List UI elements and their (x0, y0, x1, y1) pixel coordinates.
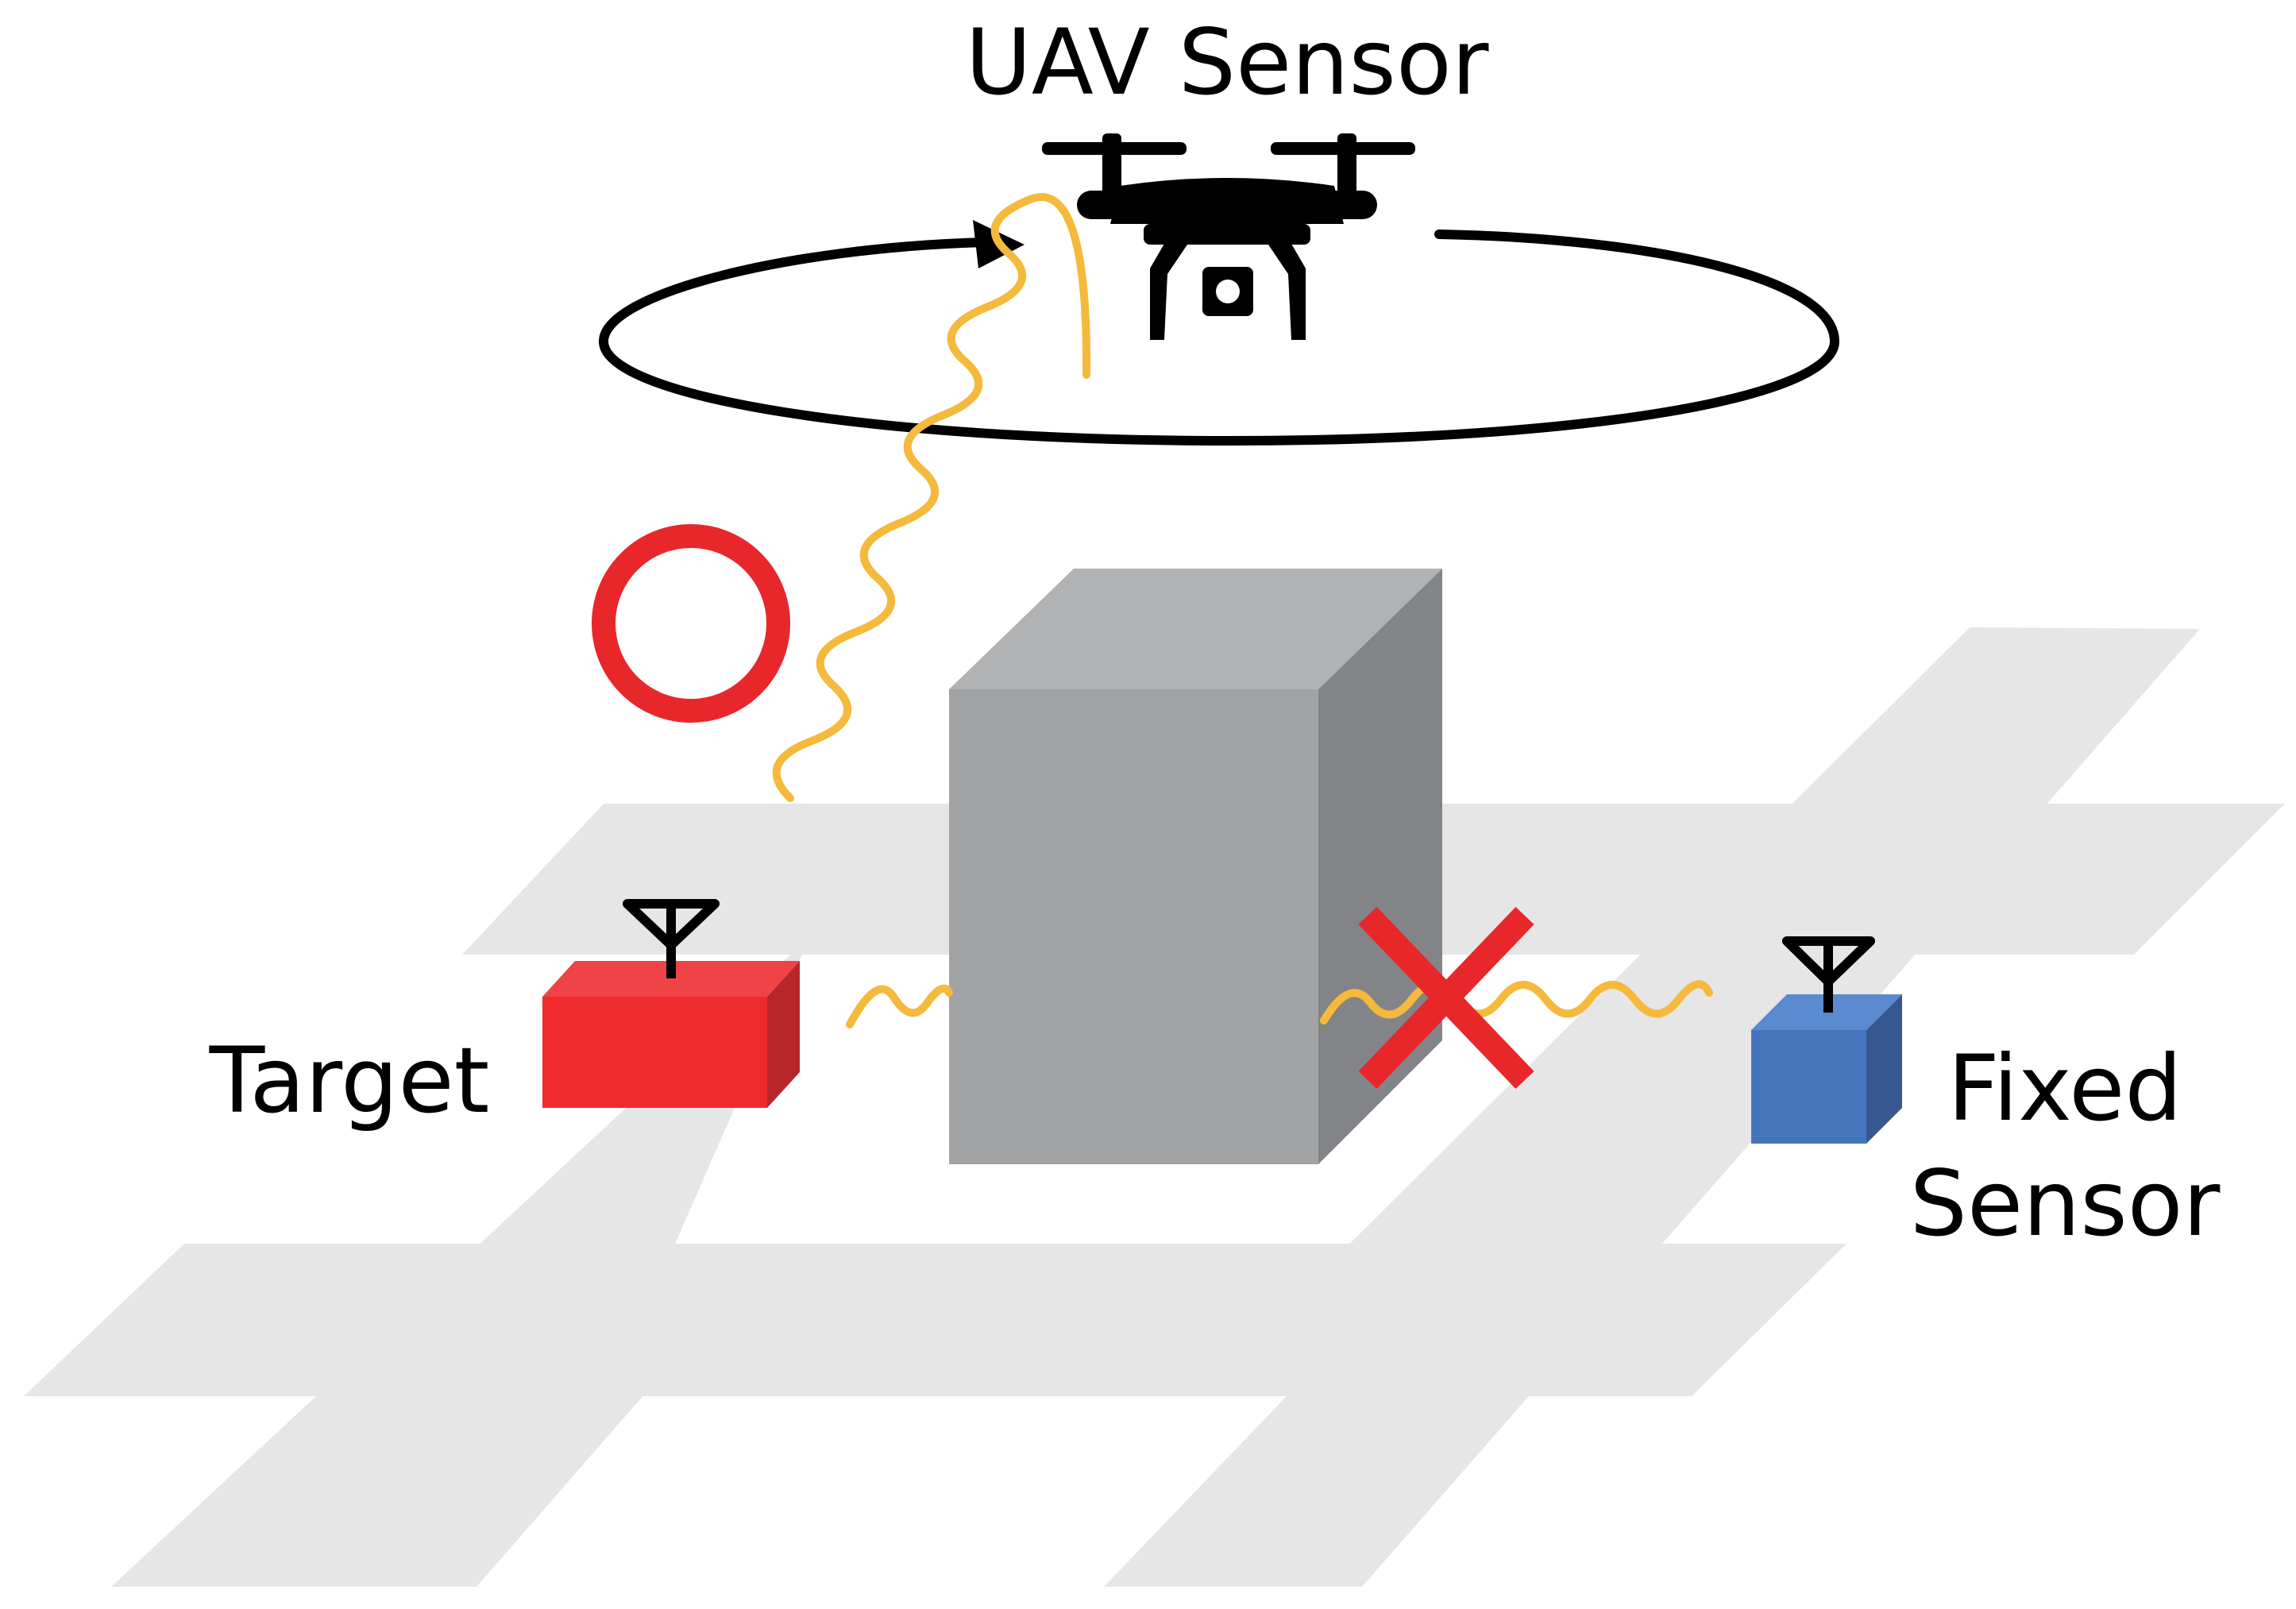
antenna-icon (1782, 936, 1875, 1013)
target-device (542, 899, 800, 1108)
fixed-sensor-side (1866, 994, 1902, 1144)
building-side (1318, 569, 1442, 1164)
target-label: Target (209, 1028, 490, 1133)
drone-icon (1042, 133, 1415, 340)
fixed-sensor-label-line2: Sensor (1910, 1151, 2221, 1256)
uav-sensor-label: UAV Sensor (965, 10, 1488, 115)
orbit-path (598, 230, 1840, 446)
circle-mark-icon (592, 524, 790, 723)
fixed-sensor-device (1751, 936, 1902, 1144)
fixed-sensor-label-line1: Fixed (1947, 1036, 2182, 1141)
target-front (542, 997, 767, 1108)
road-front-horizontal (24, 1244, 1846, 1396)
building-front (949, 689, 1318, 1164)
building-top (949, 569, 1442, 689)
signal-target-to-building (846, 984, 953, 1028)
cross-mark-icon (1358, 906, 1534, 1090)
target-top (542, 961, 800, 997)
signal-blocked-to-fixed-sensor (1320, 980, 1713, 1024)
building (949, 569, 1442, 1164)
signal-waves (772, 193, 1713, 1028)
fixed-sensor-front (1751, 1030, 1866, 1144)
uav-orbit (598, 230, 1840, 446)
target-side (767, 961, 800, 1108)
antenna-icon (623, 899, 720, 978)
signal-uav-to-target (772, 193, 1091, 802)
